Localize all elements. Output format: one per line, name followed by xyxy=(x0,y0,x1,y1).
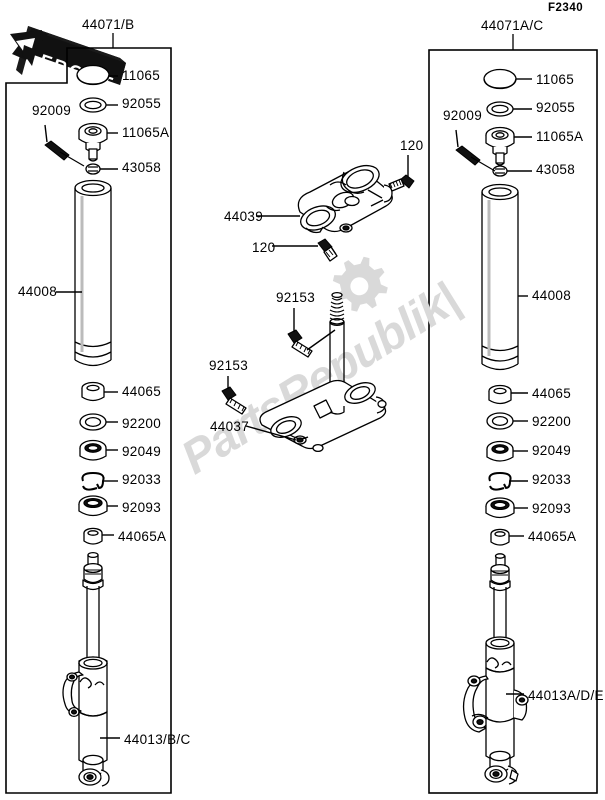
part-label-92049: 92049 xyxy=(532,443,572,458)
part-92033-circlip-r xyxy=(488,472,512,491)
part-11065-cap xyxy=(76,64,110,86)
part-label-44037: 44037 xyxy=(210,419,250,434)
part-44039-upper-bracket xyxy=(297,164,393,234)
part-label-11065A: 11065A xyxy=(122,125,170,140)
part-label-43058: 43058 xyxy=(536,162,576,177)
part-label-44065A: 44065A xyxy=(118,529,167,544)
part-label-44065A: 44065A xyxy=(528,529,577,544)
part-92055-oring-r xyxy=(486,101,514,117)
part-label-92009: 92009 xyxy=(32,103,72,118)
part-44008-tube-r xyxy=(481,183,519,371)
diagram-code: F2340 xyxy=(548,2,584,14)
part-44037-lower-bracket xyxy=(259,291,387,453)
part-label-92055: 92055 xyxy=(122,96,162,111)
part-label-120: 120 xyxy=(252,240,276,255)
part-92093-dustseal-r xyxy=(485,497,515,519)
part-label-92153: 92153 xyxy=(276,290,316,305)
part-44065A-bushing-r xyxy=(490,528,510,546)
part-label-120: 120 xyxy=(400,138,424,153)
part-label-11065A: 11065A xyxy=(536,129,584,144)
part-92009-screw-r xyxy=(455,145,496,172)
part-92049-oilseal xyxy=(79,439,107,461)
part-label-92049: 92049 xyxy=(122,444,162,459)
part-92049-oilseal-r xyxy=(486,440,514,462)
part-92009-screw xyxy=(44,140,85,167)
part-label-92055: 92055 xyxy=(536,100,576,115)
part-44013A-fork-leg xyxy=(462,553,529,785)
part-label-44008: 44008 xyxy=(532,288,572,303)
part-label-44013-B-C: 44013/B/C xyxy=(124,732,191,747)
part-43058-plug-r xyxy=(492,165,508,177)
part-120-bolt-lower xyxy=(317,238,338,262)
part-92200-washer-r xyxy=(486,412,514,430)
part-label-11065: 11065 xyxy=(536,72,575,87)
part-92093-dustseal xyxy=(78,495,108,517)
part-44065A-bushing xyxy=(83,527,103,545)
part-label-92093: 92093 xyxy=(532,501,572,516)
part-label-44065: 44065 xyxy=(532,386,572,401)
part-label-92153: 92153 xyxy=(209,358,249,373)
left-panel-title: 44071/B xyxy=(82,17,135,32)
part-11065A-cap xyxy=(78,122,108,162)
part-label-92200: 92200 xyxy=(122,416,162,431)
part-label-44013A-D-E: 44013A/D/E xyxy=(528,688,604,703)
part-label-92200: 92200 xyxy=(532,414,572,429)
part-120-bolt-upper xyxy=(388,174,415,192)
part-44065-bushing-r xyxy=(488,384,512,405)
part-label-92033: 92033 xyxy=(122,472,162,487)
part-11065A-cap-r xyxy=(485,126,515,166)
part-label-44008: 44008 xyxy=(18,284,58,299)
part-44008-tube xyxy=(74,179,112,367)
part-label-92009: 92009 xyxy=(443,108,483,123)
part-label-43058: 43058 xyxy=(122,160,162,175)
part-label-92033: 92033 xyxy=(532,472,572,487)
part-92200-washer xyxy=(79,413,107,431)
part-label-92093: 92093 xyxy=(122,500,162,515)
part-11065-cap-r xyxy=(483,68,517,90)
part-44013-fork-leg xyxy=(62,551,110,787)
right-panel-title: 44071A/C xyxy=(481,18,544,33)
part-label-44039: 44039 xyxy=(224,209,264,224)
part-44065-bushing xyxy=(81,381,105,402)
part-92033-circlip xyxy=(81,472,105,491)
part-92153-bolt-lower xyxy=(221,386,247,415)
part-label-11065: 11065 xyxy=(122,68,161,83)
part-92055-oring xyxy=(79,97,107,113)
part-label-44065: 44065 xyxy=(122,384,162,399)
